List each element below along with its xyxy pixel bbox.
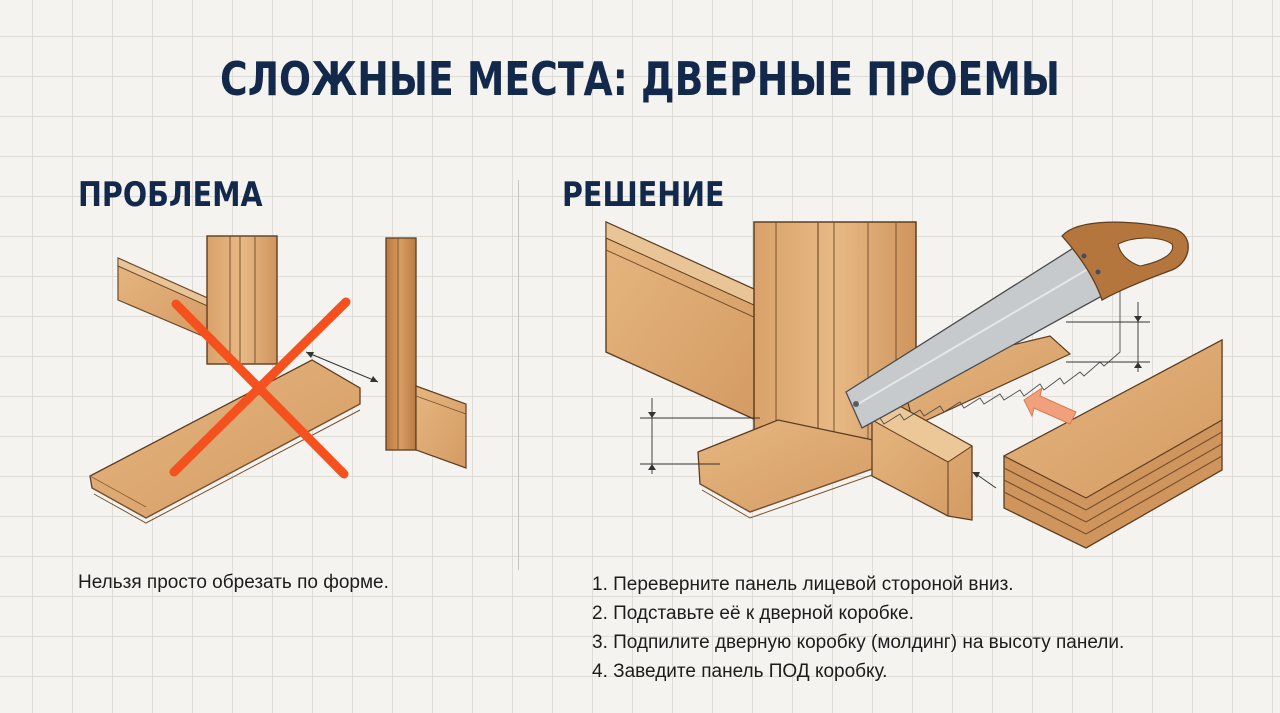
- solution-step: 3. Подпилите дверную коробку (молдинг) н…: [592, 632, 1125, 653]
- solution-step: 4. Заведите панель ПОД коробку.: [592, 661, 888, 682]
- solution-step: 1. Переверните панель лицевой стороной в…: [592, 574, 1014, 595]
- forbidden-cross-icon: [169, 297, 351, 479]
- hand-saw-icon: [845, 221, 1189, 429]
- floor-plank-front: [697, 419, 893, 519]
- solution-heading: РЕШЕНИЕ: [562, 175, 725, 215]
- door-frame-left: [206, 235, 278, 365]
- solution-step: 2. Подставьте её к дверной коробке.: [592, 603, 914, 624]
- door-jamb-right: [385, 237, 467, 469]
- page-title: СЛОЖНЫЕ МЕСТА: ДВЕРНЫЕ ПРОЕМЫ: [220, 52, 1060, 106]
- spacer-panel: [871, 403, 973, 521]
- baseboard-wall: [605, 220, 757, 422]
- problem-heading: ПРОБЛЕМА: [78, 175, 263, 215]
- insert-direction-arrow-icon: [1023, 386, 1077, 425]
- gap-dimension-arrow: [305, 351, 379, 383]
- solution-steps-list: 1. Переверните панель лицевой стороной в…: [592, 570, 1124, 686]
- small-pointer-arrow-icon: [972, 472, 997, 489]
- height-dimension-right: [1066, 302, 1150, 372]
- height-dimension-left: [640, 398, 760, 474]
- plank-stack: [1002, 338, 1223, 549]
- floor-plank-problem: [89, 359, 361, 524]
- section-divider: [518, 180, 519, 570]
- problem-caption: Нельзя просто обрезать по форме.: [78, 572, 389, 593]
